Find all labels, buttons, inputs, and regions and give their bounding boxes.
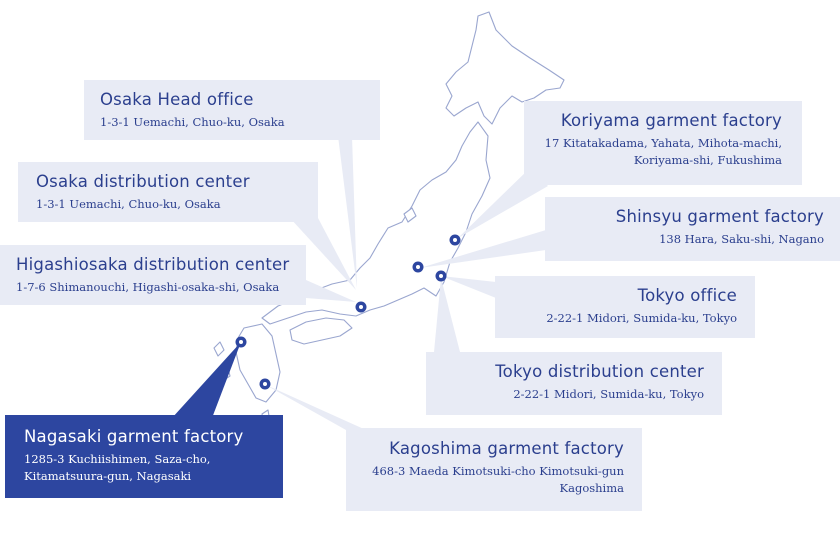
location-title: Nagasaki garment factory bbox=[24, 427, 244, 446]
coastline bbox=[213, 11, 565, 425]
location-higashiosaka-distribution-center[interactable]: Higashiosaka distribution center 1-7-6 S… bbox=[0, 245, 306, 305]
location-title: Shinsyu garment factory bbox=[615, 207, 824, 226]
location-title: Tokyo office bbox=[637, 286, 737, 305]
markers bbox=[235, 234, 461, 390]
pointer-higashiosaka bbox=[306, 280, 356, 302]
pointer-osaka-head bbox=[338, 136, 357, 288]
shikoku-outline bbox=[289, 317, 353, 345]
location-osaka-distribution-center[interactable]: Osaka distribution center 1-3-1 Uemachi,… bbox=[18, 162, 318, 222]
marker-tokyo[interactable] bbox=[435, 270, 447, 282]
location-title: Tokyo distribution center bbox=[495, 362, 704, 381]
location-title: Osaka distribution center bbox=[36, 172, 250, 191]
location-shinsyu-garment-factory[interactable]: Shinsyu garment factory 138 Hara, Saku-s… bbox=[545, 197, 840, 261]
pointer-shinsyu bbox=[420, 230, 546, 268]
location-kagoshima-garment-factory[interactable]: Kagoshima garment factory 468-3 Maeda Ki… bbox=[346, 428, 642, 511]
marker-koriyama[interactable] bbox=[449, 234, 461, 246]
hokkaido-outline bbox=[445, 11, 565, 125]
location-address-line2: Kagoshima bbox=[559, 481, 624, 495]
location-address: 1-7-6 Shimanouchi, Higashi-osaka-shi, Os… bbox=[16, 280, 280, 294]
location-title: Koriyama garment factory bbox=[560, 111, 782, 130]
location-address: 17 Kitatakadama, Yahata, Mihota-machi, bbox=[544, 136, 782, 150]
kyushu-outline bbox=[235, 323, 281, 403]
location-address: 1-3-1 Uemachi, Chuo-ku, Osaka bbox=[100, 115, 285, 129]
marker-kagoshima[interactable] bbox=[259, 378, 271, 390]
pointer-tokyo-dist bbox=[434, 278, 460, 352]
location-tokyo-office[interactable]: Tokyo office 2-22-1 Midori, Sumida-ku, T… bbox=[495, 276, 755, 338]
pointer-kagoshima bbox=[264, 384, 366, 430]
pointer-nagasaki bbox=[172, 342, 241, 418]
location-title: Kagoshima garment factory bbox=[389, 439, 624, 458]
location-address: 2-22-1 Midori, Sumida-ku, Tokyo bbox=[546, 311, 737, 325]
location-address: 468-3 Maeda Kimotsuki-cho Kimotsuki-gun bbox=[372, 464, 624, 478]
location-title: Higashiosaka distribution center bbox=[16, 255, 290, 274]
tsushima-outline bbox=[213, 341, 225, 357]
location-address: 1-3-1 Uemachi, Chuo-ku, Osaka bbox=[36, 197, 221, 211]
location-tokyo-distribution-center[interactable]: Tokyo distribution center 2-22-1 Midori,… bbox=[426, 352, 722, 415]
location-address: 138 Hara, Saku-shi, Nagano bbox=[659, 232, 824, 246]
marker-nagasaki[interactable] bbox=[235, 336, 247, 348]
pointers bbox=[264, 136, 548, 430]
location-title: Osaka Head office bbox=[100, 90, 254, 109]
location-osaka-head-office[interactable]: Osaka Head office 1-3-1 Uemachi, Chuo-ku… bbox=[84, 80, 380, 140]
pointer-osaka-dist bbox=[290, 218, 356, 290]
pointer-tokyo-office bbox=[441, 276, 496, 298]
location-address: 2-22-1 Midori, Sumida-ku, Tokyo bbox=[513, 387, 704, 401]
location-address-line2: Koriyama-shi, Fukushima bbox=[633, 153, 782, 167]
marker-shinsyu[interactable] bbox=[412, 261, 424, 273]
sado-outline bbox=[403, 207, 417, 223]
location-address-line2: Kitamatsuura-gun, Nagasaki bbox=[24, 469, 192, 483]
pointer-koriyama bbox=[458, 168, 548, 238]
location-koriyama-garment-factory[interactable]: Koriyama garment factory 17 Kitatakadama… bbox=[524, 101, 802, 185]
location-address: 1285-3 Kuchiishimen, Saza-cho, bbox=[24, 452, 211, 466]
location-nagasaki-garment-factory[interactable]: Nagasaki garment factory 1285-3 Kuchiish… bbox=[5, 415, 283, 498]
marker-osaka[interactable] bbox=[355, 301, 367, 313]
